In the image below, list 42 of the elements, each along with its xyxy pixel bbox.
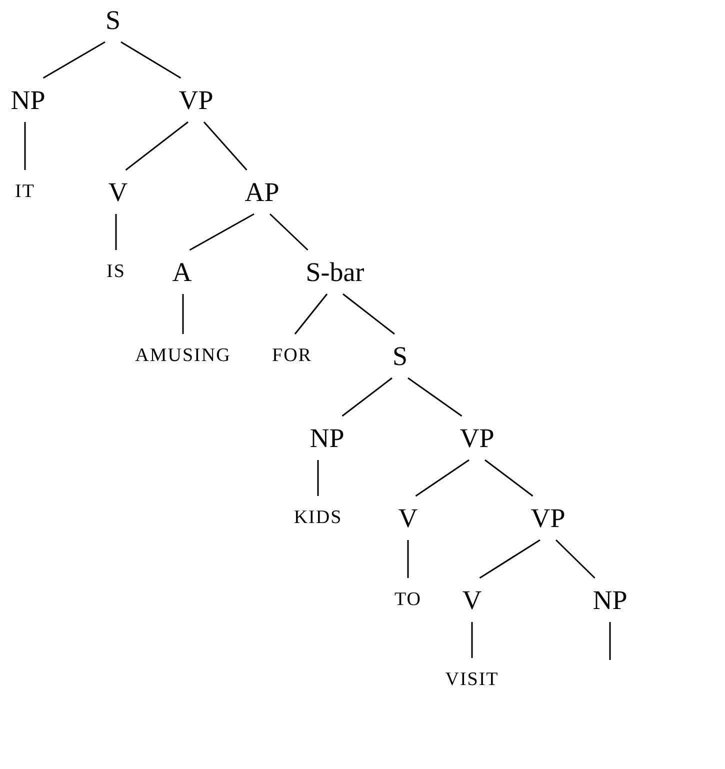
- tree-branch: [471, 622, 473, 658]
- tree-branch: [342, 377, 392, 417]
- tree-branch: [125, 121, 188, 171]
- tree-branch: [484, 459, 534, 497]
- tree-branch: [609, 622, 611, 660]
- word-label: AMUSING: [133, 334, 233, 378]
- category-label: S: [390, 334, 410, 378]
- tree-branch: [317, 460, 319, 496]
- category-label: VP: [528, 496, 568, 540]
- tree-branch: [415, 459, 470, 497]
- category-label: V: [396, 496, 420, 540]
- category-label: V: [460, 578, 484, 622]
- tree-branch: [42, 41, 106, 79]
- word-label: VISIT: [443, 658, 501, 702]
- tree-branch: [342, 293, 395, 335]
- category-label: S-bar: [304, 250, 366, 294]
- word-label: FOR: [270, 334, 314, 378]
- tree-branch: [203, 122, 248, 170]
- category-label: VP: [176, 78, 216, 122]
- tree-branch: [24, 122, 26, 170]
- tree-branch: [555, 539, 596, 579]
- category-label: A: [170, 250, 194, 294]
- word-label: IS: [104, 250, 128, 294]
- tree-branch: [269, 213, 308, 251]
- tree-branch: [182, 294, 184, 334]
- word-label: TO: [392, 578, 424, 622]
- word-label: KIDS: [292, 496, 344, 540]
- category-label: NP: [8, 78, 48, 122]
- tree-branch: [479, 539, 540, 579]
- tree-branch: [294, 294, 328, 334]
- category-label: NP: [308, 416, 346, 460]
- category-label: AP: [242, 170, 282, 214]
- word-label: IT: [13, 170, 37, 214]
- category-label: VP: [458, 416, 496, 460]
- tree-branch: [407, 540, 409, 578]
- category-label: NP: [590, 578, 630, 622]
- tree-branch: [408, 377, 462, 417]
- category-label: V: [106, 170, 130, 214]
- tree-branch: [120, 41, 182, 79]
- tree-branch: [189, 213, 254, 251]
- category-label: S: [103, 0, 123, 42]
- tree-branch: [115, 214, 117, 250]
